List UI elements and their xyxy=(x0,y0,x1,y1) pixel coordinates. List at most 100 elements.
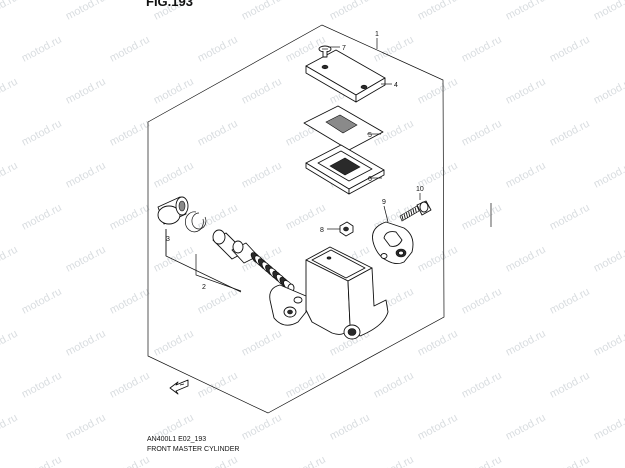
watermark: motod.ru xyxy=(284,454,328,468)
callout-1[interactable]: 1 xyxy=(375,31,379,38)
watermark: motod.ru xyxy=(460,454,504,468)
callout-2[interactable]: 2 xyxy=(202,284,206,291)
watermark: motod.ru xyxy=(416,244,460,275)
plate[interactable] xyxy=(303,105,384,151)
bolt-shank xyxy=(399,205,420,222)
watermark: motod.ru xyxy=(416,0,460,23)
thread-line xyxy=(403,214,406,220)
watermark: motod.ru xyxy=(460,34,504,65)
watermark: motod.ru xyxy=(20,370,64,401)
circlip[interactable] xyxy=(185,211,207,233)
watermark: motod.ru xyxy=(240,412,284,443)
watermark: motod.ru xyxy=(504,76,548,107)
thread-line xyxy=(405,212,409,219)
callout-8[interactable]: 8 xyxy=(320,227,324,234)
assembly-outline xyxy=(147,24,445,414)
watermark: motod.ru xyxy=(460,118,504,149)
watermark: motod.ru xyxy=(592,160,625,191)
watermark: motod.ru xyxy=(20,118,64,149)
watermark: motod.ru xyxy=(108,202,152,233)
watermark: motod.ru xyxy=(548,286,592,317)
watermark: motod.ru xyxy=(328,412,372,443)
watermark: motod.ru xyxy=(504,160,548,191)
callouts: 1 2 3 4 5 6 7 8 9 10 xyxy=(166,31,424,291)
leader-lines xyxy=(165,38,421,293)
watermark: motod.ru xyxy=(20,454,64,468)
watermark: motod.ru xyxy=(20,34,64,65)
cylinder-body[interactable] xyxy=(269,246,389,340)
bolt[interactable] xyxy=(399,200,432,222)
watermark: motod.ru xyxy=(240,328,284,359)
watermark: motod.ru xyxy=(504,328,548,359)
thread-line xyxy=(410,210,413,216)
diagram-title: FRONT MASTER CYLINDER xyxy=(147,446,239,453)
bolt-thread xyxy=(399,205,420,222)
watermark: motod.ru xyxy=(20,202,64,233)
watermark: motod.ru xyxy=(152,244,196,275)
watermark: motod.ru xyxy=(108,34,152,65)
watermark: motod.ru xyxy=(240,160,284,191)
figure-number: FIG.193 xyxy=(146,0,193,9)
callout-6[interactable]: 6 xyxy=(368,176,372,183)
watermark: motod.ru xyxy=(548,370,592,401)
watermark: motod.ru xyxy=(20,286,64,317)
watermark: motod.ru xyxy=(108,370,152,401)
diagram-code: AN400L1 E02_193 xyxy=(147,436,206,443)
direction-arrow-icon xyxy=(169,379,189,395)
nut[interactable] xyxy=(339,221,354,237)
watermark: motod.ru xyxy=(372,454,416,468)
watermark: motod.ru xyxy=(196,370,240,401)
watermark: motod.ru xyxy=(64,160,108,191)
watermark: motod.ru xyxy=(416,76,460,107)
boot[interactable] xyxy=(157,196,189,225)
watermark: motod.ru xyxy=(504,0,548,23)
watermark: motod.ru xyxy=(592,0,625,23)
watermark: motod.ru xyxy=(328,0,372,23)
watermark: motod.ru xyxy=(240,0,284,23)
watermark: motod.ru xyxy=(64,412,108,443)
callout-9[interactable]: 9 xyxy=(382,199,386,206)
callout-5[interactable]: 5 xyxy=(368,132,372,139)
watermark: motod.ru xyxy=(196,118,240,149)
watermark: motod.ru xyxy=(64,0,108,23)
watermark: motod.ru xyxy=(64,328,108,359)
watermark: motod.ru xyxy=(108,454,152,468)
watermark: motod.ru xyxy=(108,286,152,317)
thread-line xyxy=(401,215,404,221)
watermark: motod.ru xyxy=(240,76,284,107)
watermark: motod.ru xyxy=(460,202,504,233)
watermark: motod.ru xyxy=(0,328,20,359)
callout-3[interactable]: 3 xyxy=(166,236,170,243)
watermark: motod.ru xyxy=(152,160,196,191)
watermark: motod.ru xyxy=(108,118,152,149)
diaphragm[interactable] xyxy=(305,144,385,195)
watermark: motod.ru xyxy=(372,34,416,65)
watermark: motod.ru xyxy=(196,34,240,65)
callout-7[interactable]: 7 xyxy=(342,45,346,52)
watermark: motod.ru xyxy=(152,76,196,107)
watermark: motod.ru xyxy=(504,244,548,275)
watermark: motod.ru xyxy=(416,412,460,443)
watermark: motod.ru xyxy=(592,244,625,275)
holder[interactable] xyxy=(372,221,414,265)
callout-10[interactable]: 10 xyxy=(416,186,424,193)
piston-set[interactable] xyxy=(212,229,295,293)
watermark: motod.ru xyxy=(0,160,20,191)
watermark: motod.ru xyxy=(0,244,20,275)
watermark: motod.ru xyxy=(460,286,504,317)
watermark: motod.ru xyxy=(592,412,625,443)
watermark: motod.ru xyxy=(64,76,108,107)
thread-line xyxy=(414,207,417,213)
callout-4[interactable]: 4 xyxy=(394,82,398,89)
watermark: motod.ru xyxy=(0,76,20,107)
watermark: motod.ru xyxy=(592,76,625,107)
watermark: motod.ru xyxy=(372,370,416,401)
cap-screw[interactable] xyxy=(318,45,332,58)
reservoir-cap[interactable] xyxy=(305,49,386,103)
watermark: motod.ru xyxy=(64,244,108,275)
watermark: motod.ru xyxy=(284,370,328,401)
watermark: motod.ru xyxy=(548,118,592,149)
thread-line xyxy=(408,211,411,217)
watermark: motod.ru xyxy=(592,328,625,359)
